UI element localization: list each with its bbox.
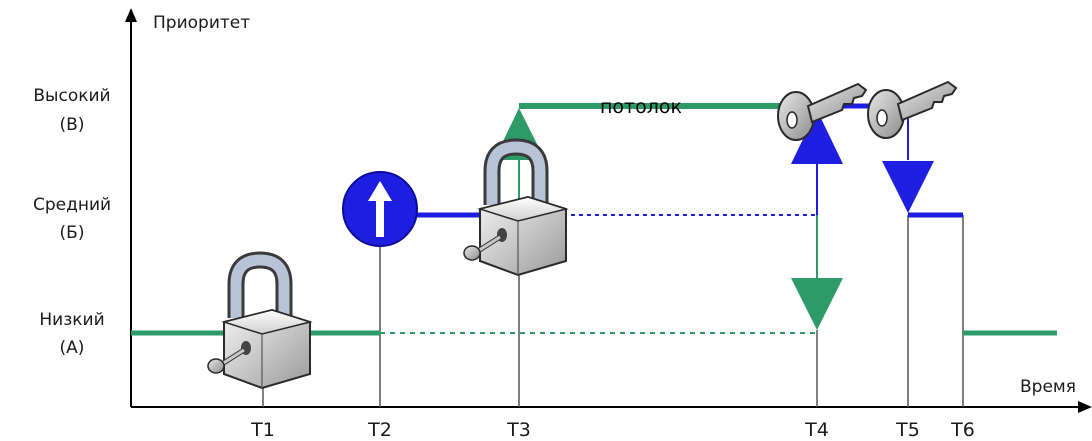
time-label-t2: T2	[367, 419, 392, 441]
axes	[125, 8, 1092, 413]
blue-task-drop-arrow-icon	[882, 161, 934, 213]
up-arrow-circle-icon	[342, 171, 418, 247]
y-axis-arrow-icon	[125, 8, 137, 22]
y-axis-title: Приоритет	[153, 13, 250, 33]
time-label-t1: T1	[250, 419, 275, 441]
level-low-name: Низкий	[39, 310, 104, 330]
time-label-t3: T3	[506, 419, 531, 441]
time-label-t5: T5	[895, 419, 920, 441]
padlock-with-key-icon	[208, 260, 310, 388]
level-high-name: Высокий	[33, 86, 110, 106]
blue-task-raise-arrow-icon	[791, 110, 843, 164]
low-task-drop-arrow-icon	[791, 278, 843, 330]
x-axis-title: Время	[1020, 377, 1076, 397]
padlock-with-key-icon	[464, 147, 566, 275]
level-high-code: (B)	[60, 115, 85, 135]
level-medium-name: Средний	[33, 195, 111, 215]
key-icon	[867, 81, 957, 139]
level-low-code: (A)	[60, 338, 85, 358]
x-axis-arrow-icon	[1078, 401, 1092, 413]
time-marker-lines	[262, 215, 964, 407]
ceiling-label: потолок	[600, 96, 682, 118]
time-labels: T1 T2 T3 T4 T5 T6	[250, 419, 975, 441]
level-medium-code: (Б)	[60, 223, 85, 243]
time-label-t4: T4	[804, 419, 829, 441]
time-label-t6: T6	[950, 419, 975, 441]
low-task-trace	[131, 103, 1057, 336]
